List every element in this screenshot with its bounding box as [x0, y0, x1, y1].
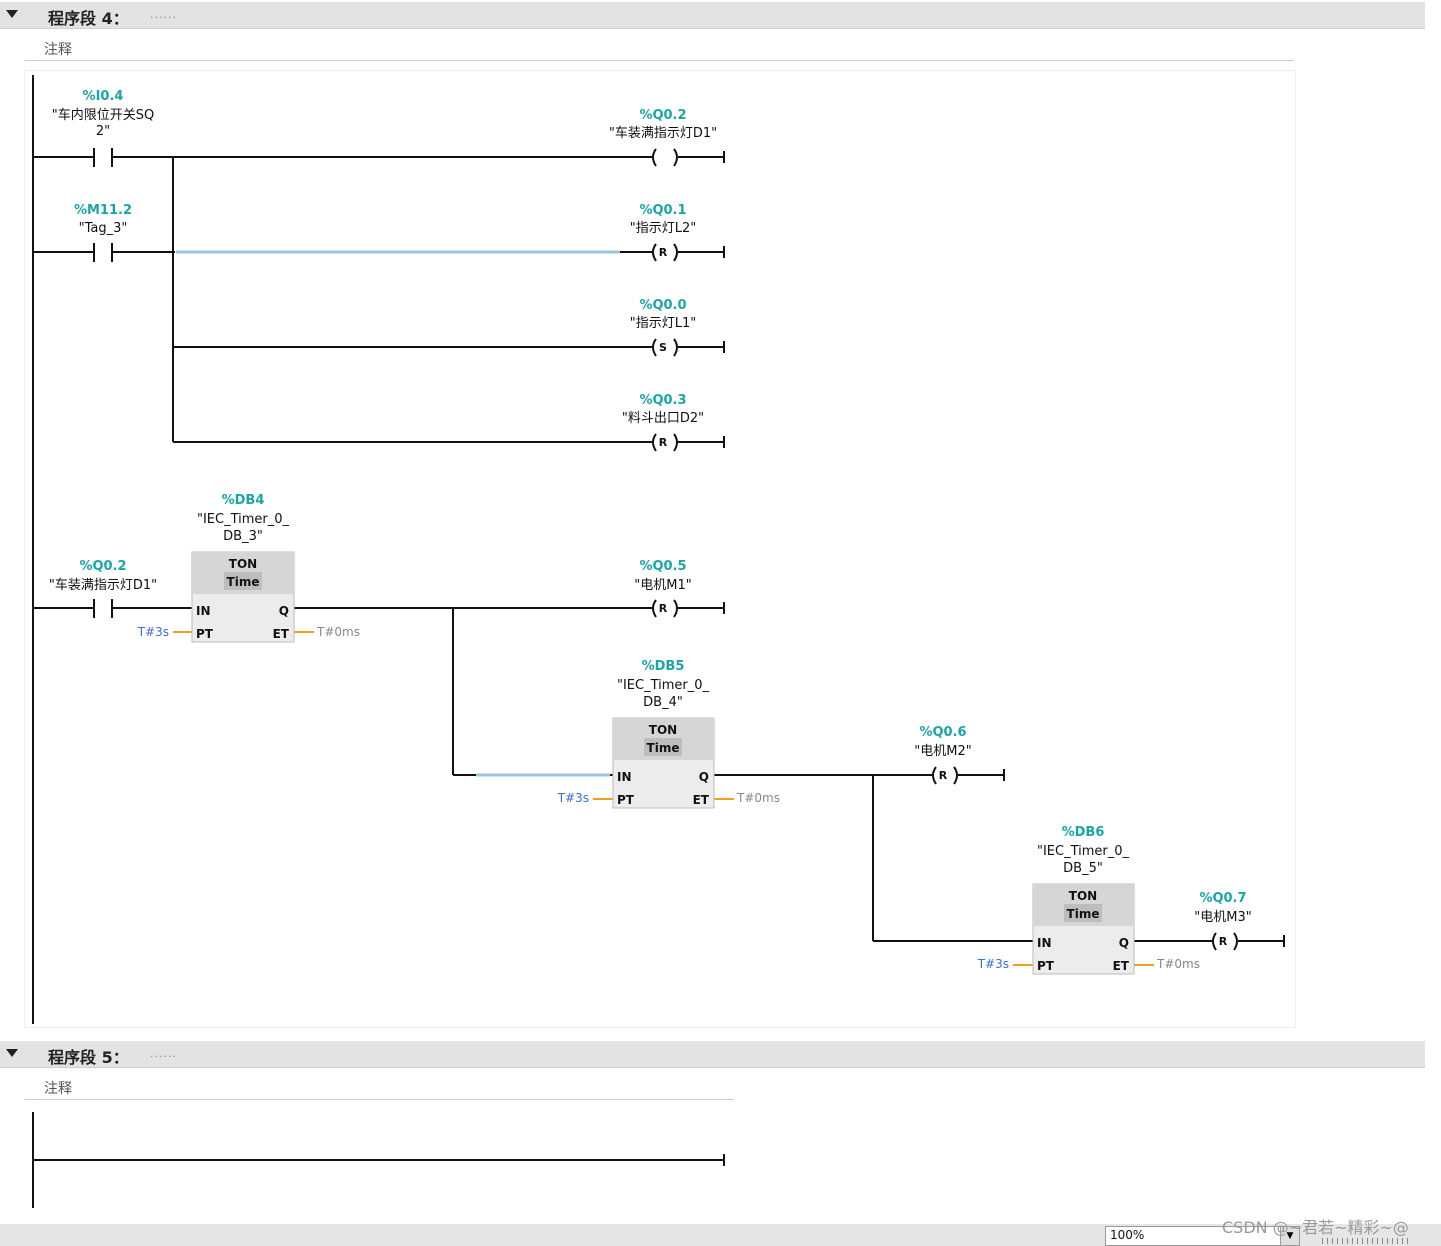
coil-6-name: "电机M2" [914, 744, 971, 759]
network-4-comment-label: 注释 [44, 42, 72, 58]
coil-2-type: R [659, 246, 668, 259]
network-4-comment[interactable]: 注释 [24, 34, 1294, 61]
contact-1-address: %I0.4 [83, 89, 124, 104]
network-4-header[interactable]: 程序段 4： ...... [0, 2, 1425, 29]
network-4-title-dots: ...... [150, 8, 177, 21]
coil-1-name: "车装满指示灯D1" [609, 125, 717, 141]
timer-1-db: %DB4 [222, 493, 265, 508]
network-5-header[interactable]: 程序段 5： ...... [0, 1041, 1425, 1068]
timer-3-pin-in: IN [1037, 936, 1052, 950]
timer-3-name-line2: DB_5" [1063, 861, 1103, 876]
timer-1-pin-in: IN [196, 604, 211, 618]
timer-2-pt-value[interactable]: T#3s [557, 791, 589, 805]
network-4-rung-area[interactable] [24, 70, 1296, 1028]
contact-1-name-line2: 2" [96, 124, 110, 139]
network-5-comment-label: 注释 [44, 1081, 72, 1097]
timer-2-subtype: Time [647, 741, 680, 755]
coil-7-address: %Q0.7 [1199, 891, 1246, 906]
timer-3-pt-value[interactable]: T#3s [977, 957, 1009, 971]
timer-1-pin-pt: PT [196, 627, 214, 641]
contact-3-address: %Q0.2 [79, 559, 126, 574]
network-5-comment[interactable]: 注释 [24, 1073, 734, 1100]
coil-3-name: "指示灯L1" [630, 316, 696, 331]
coil-4-address: %Q0.3 [639, 393, 686, 408]
timer-2-pin-et: ET [693, 793, 710, 807]
coil-3-type: S [659, 341, 667, 354]
timer-1-type: TON [229, 557, 257, 571]
coil-4-type: R [659, 436, 668, 449]
timer-3-db: %DB6 [1062, 825, 1105, 840]
timer-2-pin-q: Q [699, 770, 709, 784]
timer-block-db5[interactable] [612, 717, 715, 809]
coil-1-address: %Q0.2 [639, 108, 686, 123]
timer-1-name-line2: DB_3" [223, 529, 263, 544]
contact-3-name: "车装满指示灯D1" [49, 577, 157, 593]
network-5-title: 程序段 5： [48, 1048, 129, 1067]
coil-5-address: %Q0.5 [639, 559, 686, 574]
timer-2-pin-pt: PT [617, 793, 635, 807]
timer-3-pin-et: ET [1113, 959, 1130, 973]
timer-2-pin-in: IN [617, 770, 632, 784]
coil-4-name: "料斗出口D2" [622, 411, 704, 426]
timer-2-name-line1: "IEC_Timer_0_ [617, 678, 710, 693]
timer-1-pin-q: Q [279, 604, 289, 618]
watermark: CSDN @~君若~精彩~@ [1222, 1218, 1409, 1237]
network-5-title-dots: ...... [150, 1047, 177, 1060]
timer-2-et-value: T#0ms [736, 791, 780, 805]
timer-2-name-line2: DB_4" [643, 695, 683, 710]
coil-2-address: %Q0.1 [639, 203, 686, 218]
timer-3-et-value: T#0ms [1156, 957, 1200, 971]
timer-1-name-line1: "IEC_Timer_0_ [197, 512, 290, 527]
timer-1-pt-value[interactable]: T#3s [137, 625, 169, 639]
timer-block-db4[interactable] [191, 551, 295, 643]
timer-3-pin-q: Q [1119, 936, 1129, 950]
collapse-triangle-icon[interactable] [6, 1049, 18, 1057]
coil-2-name: "指示灯L2" [630, 221, 696, 236]
timer-1-subtype: Time [227, 575, 260, 589]
coil-5-name: "电机M1" [634, 578, 691, 593]
coil-7-name: "电机M3" [1194, 910, 1251, 925]
timer-2-db: %DB5 [642, 659, 685, 674]
timer-2-type: TON [649, 723, 677, 737]
contact-1-name-line1: "车内限位开关SQ [52, 107, 154, 123]
timer-3-type: TON [1069, 889, 1097, 903]
zoom-value: 100% [1110, 1228, 1145, 1242]
network-4-title: 程序段 4： [48, 9, 129, 28]
contact-2-name: "Tag_3" [79, 221, 128, 236]
contact-2-address: %M11.2 [74, 203, 132, 218]
zoom-slider[interactable] [1322, 1238, 1408, 1244]
collapse-triangle-icon[interactable] [6, 10, 18, 18]
timer-3-subtype: Time [1067, 907, 1100, 921]
coil-7-type: R [1219, 935, 1228, 948]
coil-6-type: R [939, 769, 948, 782]
timer-3-name-line1: "IEC_Timer_0_ [1037, 844, 1130, 859]
status-bar [0, 1224, 1441, 1246]
timer-block-db6[interactable] [1032, 883, 1135, 975]
coil-6-address: %Q0.6 [919, 725, 966, 740]
timer-1-pin-et: ET [273, 627, 290, 641]
timer-3-pin-pt: PT [1037, 959, 1055, 973]
coil-5-type: R [659, 602, 668, 615]
coil-3-address: %Q0.0 [639, 298, 686, 313]
timer-1-et-value: T#0ms [316, 625, 360, 639]
